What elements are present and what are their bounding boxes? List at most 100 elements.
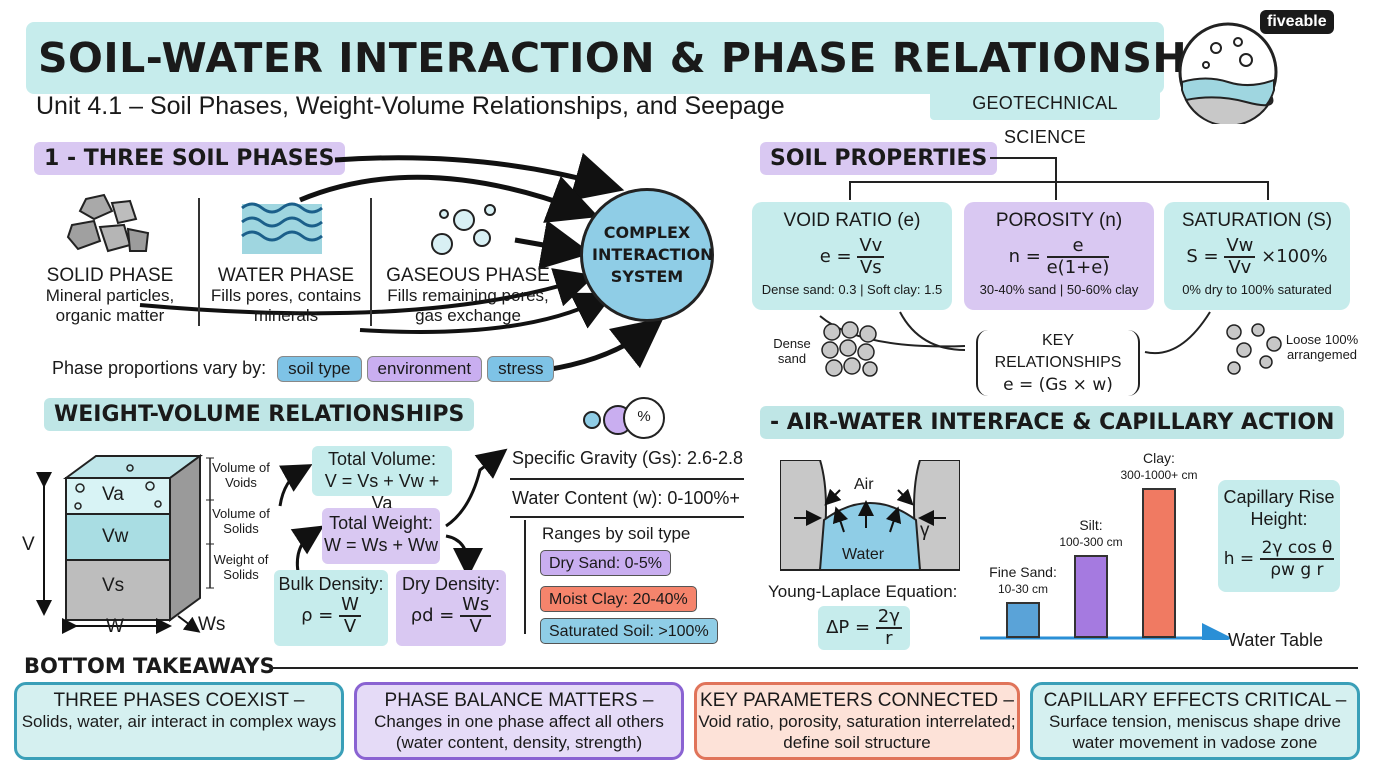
chart-bar	[1006, 602, 1040, 638]
total-weight-eq: W = Ws + Ww	[324, 535, 438, 555]
takeaway-body-4: Surface tension, meniscus shape drive wa…	[1049, 712, 1341, 752]
loose-sand-label: Loose 100% arrangemed	[1285, 332, 1359, 362]
void-ratio-note: Dense sand: 0.3 | Soft clay: 1.5	[761, 282, 943, 297]
complex-system-label: COMPLEX INTERACTION SYSTEM	[592, 223, 714, 286]
saturation-note: 0% dry to 100% saturated	[1182, 282, 1332, 297]
porosity-num: e	[1046, 236, 1110, 258]
void-ratio-title: VOID RATIO (e)	[783, 210, 921, 231]
vol-solids-label: Volume of Solids	[212, 506, 270, 536]
saturation-lhs: S =	[1186, 246, 1219, 267]
dry-density-num: Ws	[460, 594, 492, 617]
chart-axis	[980, 623, 1230, 640]
total-weight-title: Total Weight:	[329, 513, 433, 533]
dry-density-title: Dry Density:	[401, 574, 500, 594]
chart-category-label: Clay:	[1143, 450, 1175, 466]
range-saturated-soil: Saturated Soil: >100%	[540, 618, 718, 644]
soil-block-diagram	[36, 454, 214, 634]
dense-sand-label: Dense sand	[773, 336, 811, 366]
key-relationships: KEY RELATIONSHIPS e = (Gs × w)	[976, 330, 1140, 396]
wv-arrows	[278, 448, 508, 578]
porosity-note: 30-40% sand | 50-60% clay	[979, 282, 1139, 297]
solid-phase-title: SOLID PHASE	[46, 265, 174, 286]
phases-heading: 1 - THREE SOIL PHASES	[34, 142, 345, 175]
takeaway-card-4: CAPILLARY EFFECTS CRITICAL – Surface ten…	[1030, 682, 1360, 760]
chart-bar	[1142, 488, 1176, 638]
key-relationships-title: KEY RELATIONSHIPS	[994, 332, 1122, 371]
chart-category-label: Silt:	[1079, 516, 1103, 533]
complex-system-node: COMPLEX INTERACTION SYSTEM	[580, 188, 714, 322]
young-laplace-den: r	[885, 628, 893, 649]
factor-soil-type: soil type	[277, 356, 362, 382]
water-content: Water Content (w): 0-100%+	[512, 488, 740, 508]
factor-stress: stress	[487, 356, 555, 382]
factor-environment: environment	[366, 356, 483, 382]
young-laplace-title: Young-Laplace Equation:	[768, 582, 958, 601]
meniscus-diagram	[780, 460, 960, 571]
divider	[510, 516, 744, 518]
bulk-density-den: V	[343, 616, 357, 637]
takeaway-body-1: Solids, water, air interact in complex w…	[21, 712, 337, 731]
vol-voids-label: Volume of Voids	[212, 460, 270, 490]
dry-density-den: V	[469, 616, 482, 637]
chart-bar-label: Fine Sand:10-30 cm	[978, 564, 1068, 598]
wt-solids-label: Weight of Solids	[213, 552, 269, 582]
takeaways-heading: BOTTOM TAKEAWAYS	[24, 654, 275, 678]
ranges-title: Ranges by soil type	[542, 524, 691, 543]
range-moist-clay: Moist Clay: 20-40%	[540, 586, 697, 612]
chart-bar-label: Clay:300-1000+ cm	[1114, 450, 1204, 484]
key-relationships-eq: e = (Gs × w)	[1003, 375, 1113, 395]
va-label: Va	[102, 484, 124, 505]
takeaway-card-2: PHASE BALANCE MATTERS – Changes in one p…	[354, 682, 684, 760]
young-laplace-lhs: ΔP =	[826, 617, 871, 638]
percent-icon	[583, 397, 665, 439]
capillary-rise-title: Capillary Rise Height:	[1223, 487, 1335, 529]
page-subtitle: Unit 4.1 – Soil Phases, Weight-Volume Re…	[36, 92, 785, 120]
void-ratio-num: Vv	[857, 235, 885, 258]
void-ratio-lhs: e =	[819, 246, 852, 267]
dry-density-lhs: ρd =	[410, 605, 455, 626]
capillary-rise-num: 2γ cos θ	[1259, 538, 1335, 560]
gas-phase-desc: Fills remaining pores, gas exchange	[387, 286, 549, 325]
proportions-label: Phase proportions vary by:	[52, 358, 267, 378]
void-ratio-den: Vs	[859, 257, 882, 278]
proportions-row: Phase proportions vary by: soil type env…	[52, 356, 555, 382]
solid-phase-desc: Mineral particles, organic matter	[45, 286, 175, 325]
gas-bubbles-icon	[431, 204, 496, 255]
takeaway-title-4: CAPILLARY EFFECTS CRITICAL –	[1043, 690, 1347, 711]
chart-range-label: 100-300 cm	[1059, 534, 1123, 549]
porosity-title: POROSITY (n)	[995, 210, 1123, 231]
total-volume-box: Total Volume: V = Vs + Vw + Va	[312, 446, 452, 513]
takeaway-body-3: Void ratio, porosity, saturation interre…	[698, 712, 1016, 752]
properties-connectors	[819, 157, 1269, 355]
phase-arrows	[139, 152, 664, 373]
air-label: Air	[854, 476, 874, 493]
brand-logo: fiveable	[1260, 10, 1334, 34]
bulk-density-title: Bulk Density:	[278, 574, 384, 594]
rocks-icon	[66, 193, 150, 253]
takeaway-title-1: THREE PHASES COEXIST –	[53, 690, 305, 711]
young-laplace-num: 2γ	[875, 606, 902, 629]
capillary-rise-lhs: h =	[1223, 549, 1255, 569]
porosity-lhs: n =	[1008, 246, 1041, 267]
divider	[270, 667, 1358, 669]
total-volume-title: Total Volume:	[327, 449, 437, 469]
bulk-density-lhs: ρ =	[301, 605, 334, 626]
soil-sample-icon	[1178, 22, 1278, 124]
divider	[370, 198, 372, 326]
chart-bar	[1074, 554, 1108, 638]
vs-label: Vs	[102, 575, 125, 596]
saturation-den: Vv	[1228, 257, 1252, 278]
chart-category-label: Fine Sand:	[989, 564, 1057, 580]
saturation-title: SATURATION (S)	[1181, 210, 1333, 231]
v-label: V	[22, 534, 35, 555]
ws-label: Ws	[198, 614, 226, 635]
water-phase-title: WATER PHASE	[217, 265, 355, 286]
properties-heading: SOIL PROPERTIES	[760, 142, 998, 175]
